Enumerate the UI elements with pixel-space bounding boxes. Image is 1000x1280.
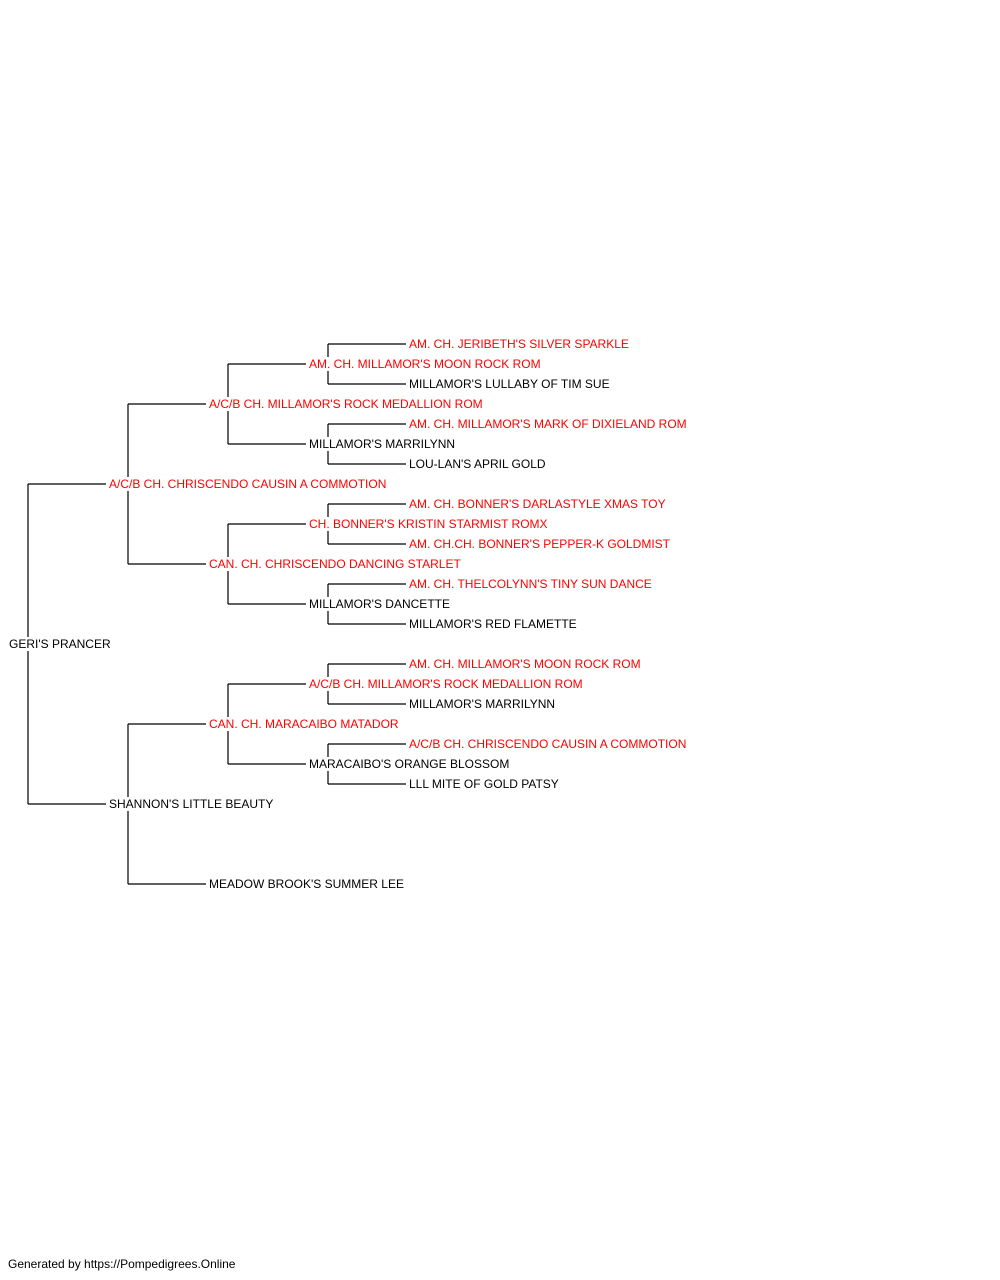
dam-node: MEADOW BROOK'S SUMMER LEE: [208, 877, 405, 891]
sire-node: AM. CH. THELCOLYNN'S TINY SUN DANCE: [408, 577, 653, 591]
dam-node: MILLAMOR'S MARRILYNN: [408, 697, 557, 711]
sire-node: A/C/B CH. CHRISCENDO CAUSIN A COMMOTION: [108, 477, 388, 491]
dam-node: MILLAMOR'S LULLABY OF TIM SUE: [408, 377, 611, 391]
dam-node: AM. CH.CH. BONNER'S PEPPER-K GOLDMIST: [408, 537, 671, 551]
subject-dog-name: GERI'S PRANCER: [8, 637, 112, 651]
dam-node: CAN. CH. CHRISCENDO DANCING STARLET: [208, 557, 462, 571]
sire-node: AM. CH. JERIBETH'S SILVER SPARKLE: [408, 337, 630, 351]
dam-node: SHANNON'S LITTLE BEAUTY: [108, 797, 275, 811]
footer-credit: Generated by https://Pompedigrees.Online: [8, 1257, 236, 1271]
dam-node: MILLAMOR'S RED FLAMETTE: [408, 617, 578, 631]
dam-node: LOU-LAN'S APRIL GOLD: [408, 457, 547, 471]
sire-node: CH. BONNER'S KRISTIN STARMIST ROMX: [308, 517, 549, 531]
sire-node: AM. CH. MILLAMOR'S MOON ROCK ROM: [308, 357, 542, 371]
dam-node: MILLAMOR'S DANCETTE: [308, 597, 451, 611]
sire-node: AM. CH. BONNER'S DARLASTYLE XMAS TOY: [408, 497, 667, 511]
dam-node: MARACAIBO'S ORANGE BLOSSOM: [308, 757, 511, 771]
dam-node: MILLAMOR'S MARRILYNN: [308, 437, 457, 451]
sire-node: A/C/B CH. MILLAMOR'S ROCK MEDALLION ROM: [208, 397, 484, 411]
sire-node: AM. CH. MILLAMOR'S MOON ROCK ROM: [408, 657, 642, 671]
sire-node: AM. CH. MILLAMOR'S MARK OF DIXIELAND ROM: [408, 417, 688, 431]
dam-node: LLL MITE OF GOLD PATSY: [408, 777, 560, 791]
sire-node: CAN. CH. MARACAIBO MATADOR: [208, 717, 400, 731]
sire-node: A/C/B CH. MILLAMOR'S ROCK MEDALLION ROM: [308, 677, 584, 691]
sire-node: A/C/B CH. CHRISCENDO CAUSIN A COMMOTION: [408, 737, 688, 751]
